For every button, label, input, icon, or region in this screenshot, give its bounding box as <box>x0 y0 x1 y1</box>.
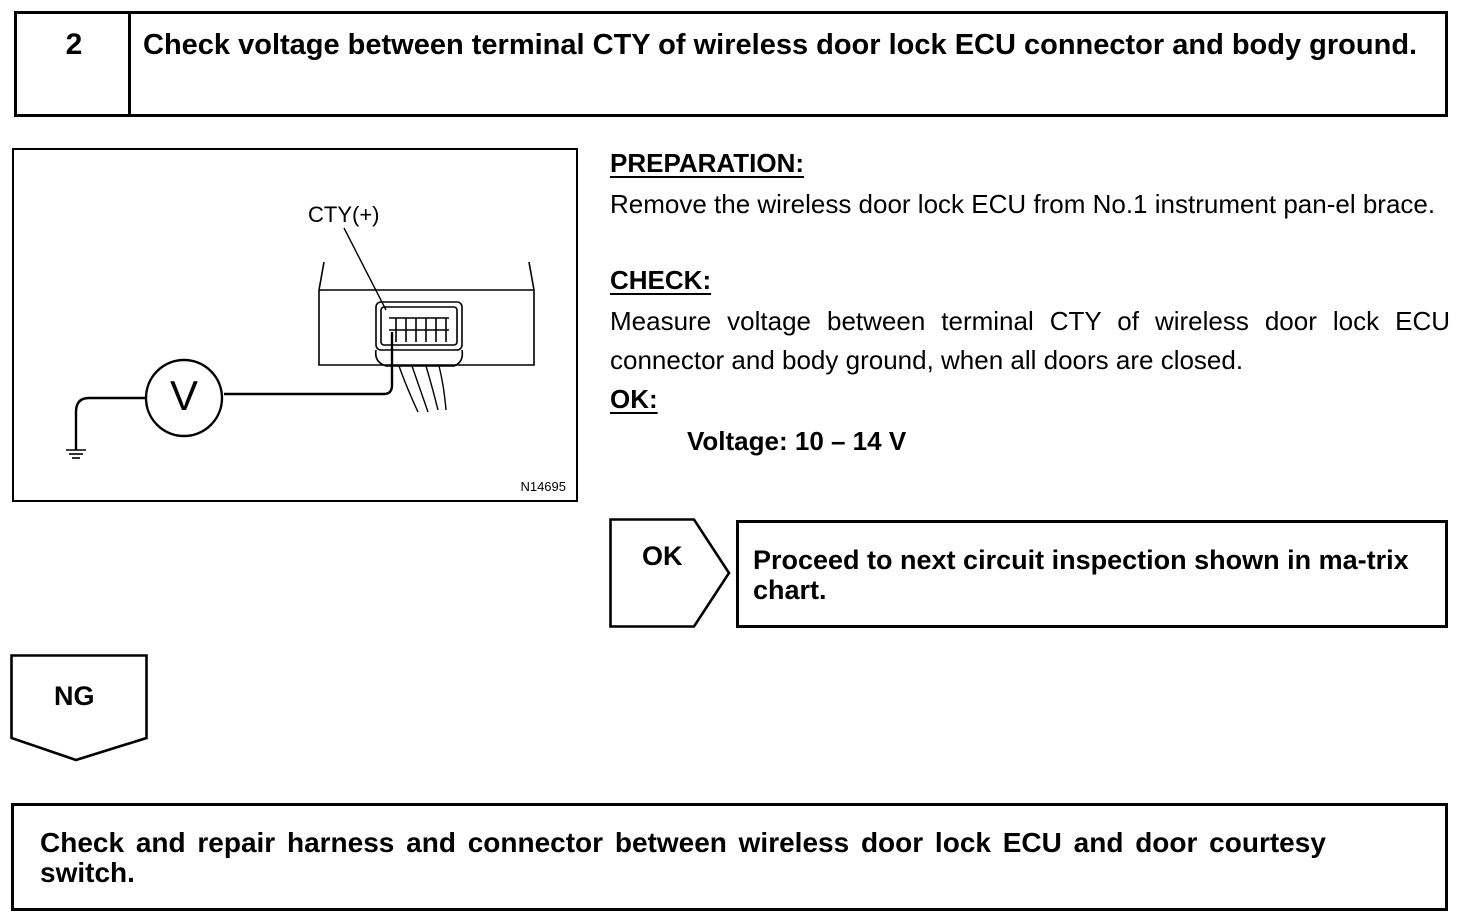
connector-icon <box>374 301 464 367</box>
preparation-text: Remove the wireless door lock ECU from N… <box>610 189 1436 219</box>
step-number-cell: 2 <box>17 14 131 114</box>
harness-wires <box>398 365 447 413</box>
ecu-body <box>318 261 535 366</box>
check-heading: CHECK: <box>610 265 712 295</box>
step-header: 2 Check voltage between terminal CTY of … <box>14 11 1448 117</box>
connector-diagram <box>66 227 535 459</box>
voltmeter-symbol: V <box>169 372 198 419</box>
ok-result-text: Proceed to next circuit inspection shown… <box>753 545 1409 605</box>
step-title: Check voltage between terminal CTY of wi… <box>143 29 1418 61</box>
ok-label: OK <box>642 541 683 571</box>
step-number: 2 <box>65 28 83 61</box>
label-leader <box>343 227 387 311</box>
ok-arrow-icon <box>609 518 731 628</box>
probe-lead <box>224 332 394 396</box>
ng-label: NG <box>54 681 95 711</box>
preparation-heading: PREPARATION: <box>610 148 805 178</box>
ng-action-text: Check and repair harness and connector b… <box>40 827 1326 888</box>
figure-code: N14695 <box>520 479 566 494</box>
ground-icon <box>66 449 86 459</box>
ok-result-box: Proceed to next circuit inspection shown… <box>736 520 1448 628</box>
ok-spec-heading: OK: <box>610 384 658 414</box>
ng-arrow-icon <box>10 654 148 762</box>
check-text: Measure voltage between terminal CTY of … <box>610 306 1450 375</box>
ok-spec-value: Voltage: 10 – 14 V <box>687 426 907 456</box>
ng-action-box: Check and repair harness and connector b… <box>11 803 1448 911</box>
ground-lead <box>74 396 146 450</box>
connector-figure: CTY(+) V N14695 <box>12 148 578 502</box>
terminal-label: CTY(+) <box>308 202 380 227</box>
